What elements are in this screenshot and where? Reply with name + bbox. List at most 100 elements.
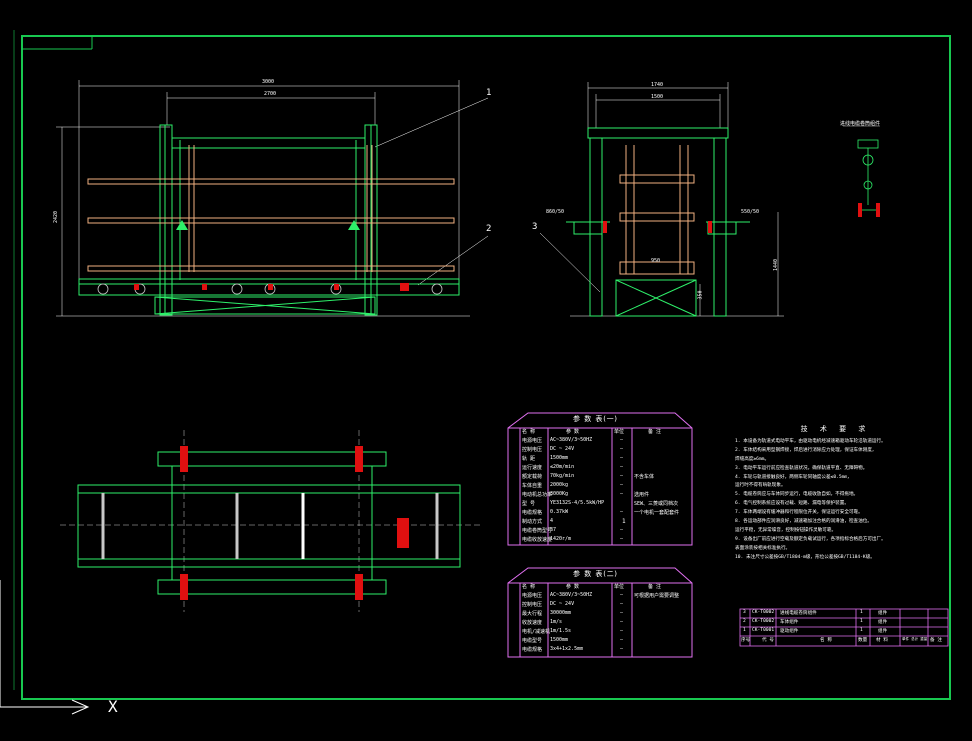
t2-r1-unit: — [620, 601, 624, 607]
table1-side-mark: 1 [622, 518, 626, 525]
bom-r2-code: CK-T0001 [752, 628, 775, 633]
t1-r11-val: 1420r/m [550, 536, 572, 542]
t1-r8-name: 电缆规格 [522, 510, 543, 516]
ucs-x-label: X [108, 697, 118, 716]
t1-r9-val: 4 [550, 518, 554, 524]
bom-h-code: 代 号 [762, 638, 774, 643]
note-line: 运行平稳，无异常噪音，控制按钮操作灵敏可靠。 [735, 527, 837, 533]
bom-h-mat: 材 料 [876, 638, 888, 643]
t1-r9-name: 制动方式 [522, 519, 543, 525]
note-line: 运行时不得有啃轨现象。 [735, 483, 786, 489]
note-line: 1. 本设备为轨道式电动平车，由驱动电机经减速箱驱动车轮沿轨道运行。 [735, 438, 886, 444]
t1-r1-unit: — [620, 446, 624, 452]
note-line: 焊缝高度≥6mm。 [735, 456, 770, 462]
t2-r0-name: 电源电压 [522, 593, 543, 599]
t2-r3-val: 1m/s [550, 619, 563, 625]
t2-r5-val: 1500mm [550, 637, 569, 643]
table1-title: 参 数 表(一) [573, 415, 618, 423]
note-line: 4. 车轮与轨道接触良好，两侧车轮同轴度公差≤0.5mm， [735, 474, 852, 480]
t1-r2-unit: — [620, 455, 624, 461]
t2-r0-val: AC~380V/3~50HZ [550, 592, 593, 598]
bom-h-weight: 单件 总计 重量 [902, 637, 928, 641]
balloon-3: 3 [532, 222, 538, 232]
bill-of-materials: 3 CK-T0002 进线电缆卷筒组件 1 组件 2 CK-T0002 车体组件… [740, 609, 948, 646]
t1-r0-unit: — [620, 437, 624, 443]
t1-h-note: 备 注 [648, 429, 662, 435]
t1-h-unit: 单位 [614, 429, 625, 435]
t1-r6-note: 选用件 [634, 492, 650, 498]
t1-r2-name: 轨 距 [522, 456, 536, 462]
t1-r8-unit: — [620, 509, 624, 515]
bom-r1-code: CK-T0002 [752, 619, 775, 624]
dim-side-height: 1440 [773, 258, 780, 272]
dim-side-right: 550/50 [741, 209, 760, 215]
notes-heading: 技 术 要 求 [800, 425, 870, 433]
bom-r0-no: 3 [743, 610, 746, 615]
t2-h-unit: 单位 [614, 584, 625, 590]
balloon-1: 1 [486, 88, 492, 98]
bom-frame [739, 608, 949, 647]
t2-r0-note: 可根据用户需要调整 [634, 593, 680, 599]
note-line: 7. 车体两端设有缓冲器和行程限位开关，保证运行安全可靠。 [735, 510, 863, 516]
t2-h-name: 名 称 [522, 584, 536, 590]
bom-r0-qty: 1 [860, 610, 863, 615]
ucs-icon [0, 580, 90, 715]
t1-r8-note: 一个电机一套配套件 [634, 510, 680, 516]
t1-r7-val: YE3132S-4/5.5kW/HP [550, 500, 605, 506]
t2-r2-unit: — [620, 610, 624, 616]
t2-r4-val: 1m/1.5s [550, 628, 572, 634]
table1-frame [507, 412, 693, 546]
t1-r4-unit: — [620, 473, 624, 479]
t2-r3-unit: — [620, 619, 624, 625]
note-line: 3. 电动平车运行前应检查轨道状况，确保轨道平直、无障碍物。 [735, 465, 868, 471]
dim-side-base: 350 [697, 290, 704, 300]
t1-r2-val: 1500mm [550, 455, 569, 461]
bom-r2-name: 驱动组件 [780, 629, 799, 634]
dim-side-mid: 950 [651, 258, 661, 264]
note-line: 5. 电缆卷筒应与车体同步运行，电缆收放自如，不得拖地。 [735, 492, 859, 498]
t1-r0-val: AC~380V/3~50HZ [550, 437, 593, 443]
table2-frame [507, 567, 693, 658]
bom-h-qty: 数量 [858, 638, 868, 643]
note-line: 9. 设备出厂前应进行空载及额定负载试运行，各项指标合格后方可出厂。 [735, 536, 886, 542]
bom-h-remark: 备 注 [930, 638, 942, 643]
t1-r6-name: 电动机总功率 [522, 492, 553, 498]
t2-r6-unit: — [620, 646, 624, 652]
bom-h-name: 名 称 [820, 638, 832, 643]
bom-r2-qty: 1 [860, 628, 863, 633]
note-line: 表面涂装按相关标准执行。 [735, 545, 791, 551]
dim-side-left: 860/50 [546, 209, 565, 215]
bom-r0-mat: 组件 [878, 611, 888, 616]
t2-h-value: 参 数 [566, 584, 580, 590]
note-line: 10. 未注尺寸公差按GB/T1804-m级，形位公差按GB/T1184-K级。 [735, 554, 875, 560]
t2-r6-val: 3x4+1x2.5mm [550, 646, 584, 652]
t2-h-note: 备 注 [648, 584, 662, 590]
note-line: 2. 车体结构采用型钢焊接，焊后进行消除应力处理，保证车体刚度， [735, 447, 877, 453]
t2-r5-unit: — [620, 637, 624, 643]
table2-title: 参 数 表(二) [573, 570, 618, 578]
t1-r4-note: 不含车体 [634, 474, 655, 480]
t2-r1-val: DC ~ 24V [550, 601, 575, 607]
t2-r3-name: 收放速度 [522, 620, 543, 626]
bom-r2-mat: 组件 [878, 629, 888, 634]
detail-label: 进线电缆卷筒组件 [840, 121, 881, 127]
t1-r5-val: 2000kg [550, 482, 569, 488]
bom-h-no: 序号 [741, 638, 751, 643]
dim-front-inner: 2700 [264, 91, 277, 97]
bom-r0-name: 进线电缆卷筒组件 [780, 611, 817, 616]
t1-r3-unit: — [620, 464, 624, 470]
t1-r5-unit: — [620, 482, 624, 488]
t2-r4-name: 电机/减速机 [522, 629, 551, 635]
t1-h-name: 名 称 [522, 429, 536, 435]
t1-r6-unit: — [620, 491, 624, 497]
t2-r2-val: 30000mm [550, 610, 572, 616]
t1-r4-name: 额定载荷 [522, 474, 543, 480]
note-line: 8. 各运动部件应润滑良好，减速箱加注合格的润滑油，检查油位。 [735, 519, 872, 525]
dim-side-overall: 1740 [651, 82, 664, 88]
cable-reel-detail [843, 125, 880, 217]
balloon-2: 2 [486, 224, 492, 234]
bom-r0-code: CK-T0002 [752, 610, 775, 615]
dim-side-inner: 1500 [651, 94, 664, 100]
front-view [56, 80, 489, 317]
